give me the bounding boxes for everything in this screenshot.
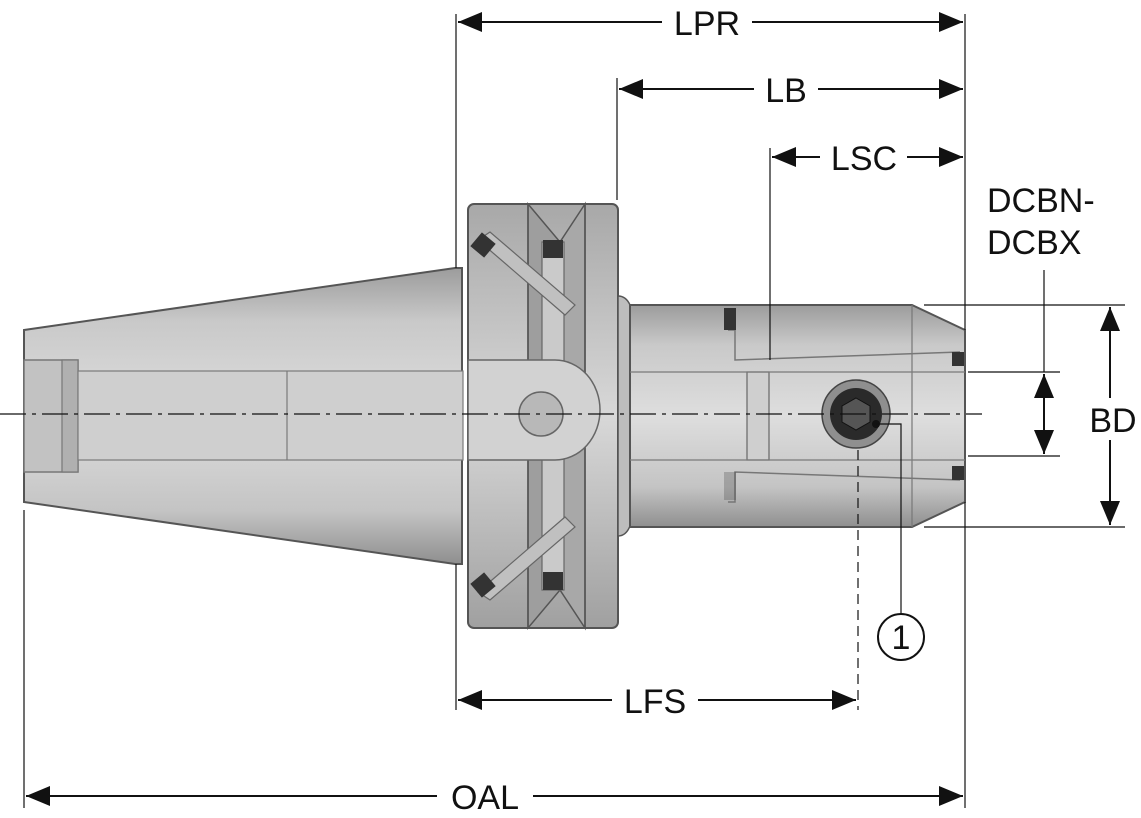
extension-lines: [23, 14, 1125, 808]
dimension-dcbn-dcbx: DCBN- DCBX: [987, 182, 1095, 454]
dimension-lpr: LPR: [458, 5, 963, 43]
tool-body: [23, 201, 966, 631]
dimension-lb: LB: [619, 72, 963, 110]
label-bd: BD: [1089, 402, 1136, 440]
label-dcbn: DCBN-: [987, 182, 1095, 220]
callout-number: 1: [892, 619, 911, 657]
label-lpr: LPR: [674, 5, 740, 43]
dimension-lsc: LSC: [772, 140, 963, 178]
label-lfs: LFS: [624, 683, 686, 721]
collet-ring: [746, 371, 770, 461]
label-dcbx: DCBX: [987, 224, 1081, 262]
callout-1: 1: [872, 420, 925, 661]
label-lb: LB: [765, 72, 807, 110]
chuck-body: [629, 304, 966, 528]
dimension-oal: OAL: [26, 779, 963, 817]
dimension-bd: BD: [1089, 307, 1137, 525]
label-lsc: LSC: [831, 140, 897, 178]
dimension-lfs: LFS: [458, 683, 856, 721]
label-oal: OAL: [451, 779, 519, 817]
internal-bore: [77, 370, 464, 461]
